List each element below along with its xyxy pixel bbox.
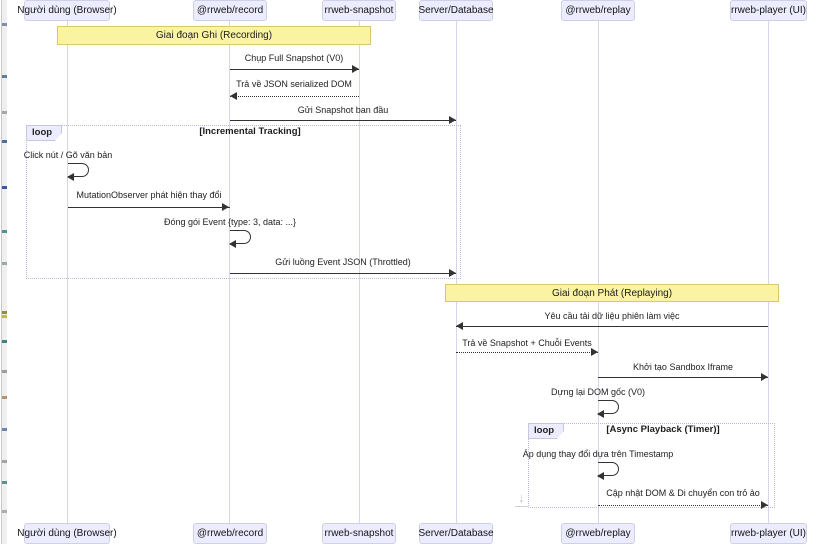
- message-label-pack-event: Đóng gói Event {type: 3, data: ...}: [163, 217, 297, 227]
- minimap-mark: [2, 262, 7, 265]
- window-edge-minimap: [0, 0, 7, 544]
- lifeline-snapshot: [359, 21, 360, 523]
- arrowhead-left-icon: [67, 173, 74, 181]
- participant-bottom-server: Server/Database: [418, 523, 494, 544]
- loop-frame-incremental: [26, 125, 461, 279]
- participant-top-user: Người dùng (Browser): [17, 0, 117, 21]
- arrowhead-left-icon: [597, 472, 604, 480]
- message-line-send-snapshot: [230, 120, 456, 121]
- minimap-mark: [2, 111, 7, 114]
- arrowhead-right-icon: [449, 116, 456, 124]
- participant-bottom-snapshot: rrweb-snapshot: [322, 523, 396, 544]
- participant-top-record: @rrweb/record: [193, 0, 267, 21]
- minimap-mark: [2, 396, 7, 399]
- minimap-mark: [2, 75, 7, 78]
- loop-condition-playback: [Async Playback (Timer)]: [606, 424, 720, 435]
- arrowhead-left-icon: [597, 410, 604, 418]
- message-label-rebuild-dom: Dựng lại DOM gốc (V0): [550, 387, 646, 397]
- participant-top-snapshot: rrweb-snapshot: [322, 0, 396, 21]
- minimap-mark: [2, 140, 7, 143]
- message-label-update-dom: Cập nhật DOM & Di chuyển con trỏ ảo: [606, 488, 760, 498]
- arrowhead-left-icon: [229, 240, 236, 248]
- self-message-curve: [598, 462, 619, 476]
- minimap-mark: [2, 230, 7, 233]
- note-recording-phase: Giai đoạn Ghi (Recording): [57, 26, 371, 45]
- arrowhead-right-icon: [222, 203, 229, 211]
- minimap-mark: [2, 370, 7, 373]
- loop-frame-playback: [528, 423, 775, 508]
- participant-bottom-replay: @rrweb/replay: [561, 523, 635, 544]
- message-label-json-dom: Trả về JSON serialized DOM: [236, 79, 352, 89]
- message-label-init-sandbox: Khởi tạo Sandbox Iframe: [633, 362, 733, 372]
- minimap-mark: [2, 186, 7, 189]
- arrowhead-right-icon: [591, 348, 598, 356]
- participant-bottom-player: rrweb-player (UI): [730, 523, 807, 544]
- arrowhead-left-icon: [230, 92, 237, 100]
- message-line-update-dom: [598, 505, 768, 506]
- message-line-full-snapshot: [230, 69, 359, 70]
- message-label-event-stream: Gửi luồng Event JSON (Throttled): [275, 257, 411, 267]
- message-label-user-input: Click nút / Gõ văn bản: [23, 150, 113, 160]
- arrowhead-right-icon: [352, 65, 359, 73]
- lifeline-user: [67, 21, 68, 523]
- lifeline-player: [768, 21, 769, 523]
- loop-condition-incremental: [Incremental Tracking]: [199, 126, 301, 137]
- arrowhead-left-icon: [456, 322, 463, 330]
- participant-top-server: Server/Database: [418, 0, 494, 21]
- message-line-return-events: [456, 352, 598, 353]
- message-line-event-stream: [230, 273, 456, 274]
- loop-tag-playback: loop: [528, 423, 565, 439]
- message-label-apply-changes: Áp dụng thay đổi dựa trên Timestamp: [522, 449, 674, 459]
- participant-bottom-record: @rrweb/record: [193, 523, 267, 544]
- arrowhead-right-icon: [449, 269, 456, 277]
- scroll-down-icon: ↓: [515, 491, 528, 507]
- minimap-mark: [2, 428, 7, 431]
- message-label-mutation-observer: MutationObserver phát hiện thay đổi: [76, 190, 222, 200]
- message-label-load-session: Yêu cầu tải dữ liệu phiên làm việc: [544, 311, 680, 321]
- participant-top-replay: @rrweb/replay: [561, 0, 635, 21]
- lifeline-record: [229, 21, 230, 523]
- minimap-mark: [2, 481, 7, 484]
- note-replaying-phase: Giai đoạn Phát (Replaying): [445, 284, 779, 302]
- arrowhead-right-icon: [761, 501, 768, 509]
- participant-bottom-user: Người dùng (Browser): [17, 523, 117, 544]
- message-line-init-sandbox: [598, 377, 768, 378]
- self-message-curve: [598, 400, 619, 414]
- participant-top-player: rrweb-player (UI): [730, 0, 807, 21]
- loop-tag-incremental: loop: [26, 125, 63, 141]
- message-label-send-snapshot: Gửi Snapshot ban đầu: [297, 105, 389, 115]
- lifeline-server: [456, 21, 457, 523]
- minimap-mark: [2, 315, 7, 318]
- self-message-curve: [68, 163, 89, 177]
- minimap-mark: [2, 510, 7, 513]
- minimap-mark: [2, 460, 7, 463]
- message-label-return-events: Trả về Snapshot + Chuỗi Events: [462, 338, 592, 348]
- message-line-load-session: [456, 326, 768, 327]
- message-line-mutation-observer: [68, 207, 230, 208]
- self-message-curve: [230, 230, 251, 244]
- message-line-json-dom: [230, 96, 359, 97]
- minimap-mark: [2, 23, 7, 26]
- arrowhead-right-icon: [761, 373, 768, 381]
- minimap-mark: [2, 340, 7, 343]
- lifeline-replay: [598, 21, 599, 523]
- message-label-full-snapshot: Chụp Full Snapshot (V0): [244, 53, 344, 63]
- minimap-mark: [2, 311, 7, 314]
